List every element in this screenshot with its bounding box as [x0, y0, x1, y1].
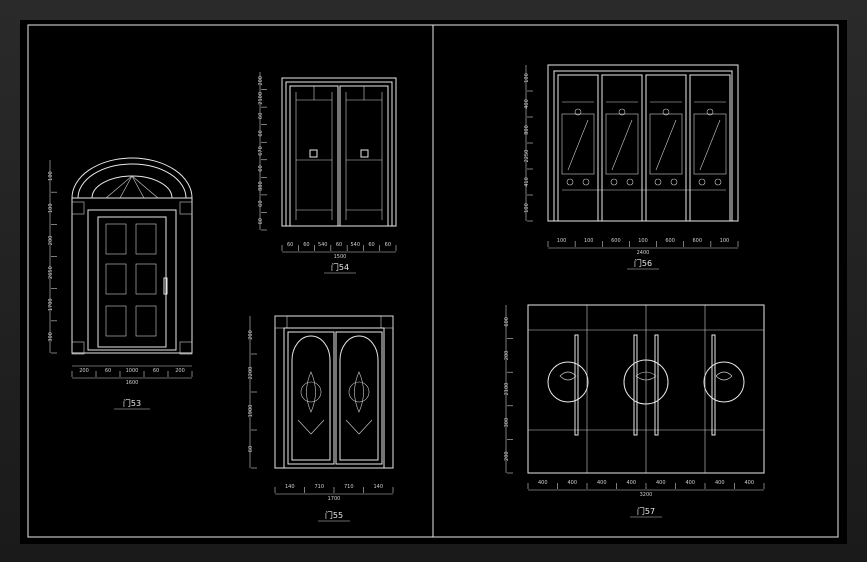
door-53-caption: 门53 — [123, 398, 141, 408]
width-dim-label: 200 — [175, 368, 185, 374]
total-width-label: 1600 — [126, 380, 139, 386]
total-width-label: 1500 — [334, 254, 347, 260]
height-dim-label: 100 — [48, 171, 54, 181]
width-dim-label: 710 — [344, 484, 354, 490]
door-55-caption: 门55 — [325, 510, 343, 520]
height-dim-label: 200 — [48, 236, 54, 246]
door-57-caption: 门57 — [637, 506, 655, 516]
door-55-height-dims: 60 1900 2200 200 — [248, 330, 257, 469]
height-dim-label: 2250 — [524, 150, 530, 163]
door-56-height-dims: 100 410 2250 800 400 100 — [524, 73, 533, 222]
door-53-width-dims: 200 60 1000 60 200 1600 — [71, 368, 193, 386]
width-dim-label: 140 — [285, 484, 295, 490]
total-width-label: 2400 — [637, 250, 650, 256]
width-dim-label: 60 — [368, 242, 374, 248]
height-dim-label: 60 — [258, 113, 264, 119]
door-56-elevation — [525, 64, 739, 249]
height-dim-label: 300 — [48, 332, 54, 342]
width-dim-label: 540 — [351, 242, 361, 248]
width-dim-label: 400 — [538, 480, 548, 486]
width-dim-label: 600 — [693, 238, 703, 244]
height-dim-label: 1700 — [48, 298, 54, 311]
door-56-caption: 门56 — [634, 258, 652, 268]
width-dim-label: 60 — [336, 242, 342, 248]
width-dim-label: 600 — [611, 238, 621, 244]
door-55-elevation — [249, 315, 394, 495]
height-dim-label: 670 — [258, 146, 264, 156]
door-57-height-dims: 200 300 2100 200 600 — [504, 317, 513, 474]
door-53-elevation — [49, 157, 193, 379]
height-dim-label: 2650 — [48, 266, 54, 279]
width-dim-label: 400 — [567, 480, 577, 486]
width-dim-label: 400 — [597, 480, 607, 486]
height-dim-label: 200 — [504, 451, 510, 461]
height-dim-label: 60 — [258, 130, 264, 136]
width-dim-label: 100 — [638, 238, 648, 244]
height-dim-label: 400 — [524, 99, 530, 109]
door-54-elevation — [259, 72, 397, 253]
height-dim-label: 2200 — [248, 367, 254, 380]
height-dim-label: 100 — [48, 203, 54, 213]
total-width-label: 3200 — [640, 492, 653, 498]
height-dim-label: 1900 — [248, 405, 254, 418]
total-width-label: 1700 — [328, 496, 341, 502]
width-dim-label: 400 — [626, 480, 636, 486]
height-dim-label: 880 — [258, 181, 264, 191]
width-dim-label: 100 — [584, 238, 594, 244]
width-dim-label: 60 — [287, 242, 293, 248]
width-dim-label: 540 — [318, 242, 328, 248]
door-56-width-dims: 100 100 600 100 600 600 100 2400 — [547, 238, 739, 256]
height-dim-label: 2100 — [504, 383, 510, 396]
width-dim-label: 60 — [385, 242, 391, 248]
width-dim-label: 400 — [656, 480, 666, 486]
height-dim-label: 800 — [524, 125, 530, 135]
height-dim-label: 60 — [258, 218, 264, 224]
width-dim-label: 400 — [715, 480, 725, 486]
width-dim-label: 200 — [79, 368, 89, 374]
height-dim-label: 100 — [524, 73, 530, 83]
door-54-width-dims: 60 60 540 60 540 60 60 1500 — [281, 242, 397, 260]
door-53-height-dims: 300 1700 2650 200 100 100 — [48, 171, 57, 354]
width-dim-label: 100 — [557, 238, 567, 244]
width-dim-label: 100 — [720, 238, 730, 244]
height-dim-label: 200 — [258, 76, 264, 86]
height-dim-label: 60 — [248, 446, 254, 452]
door-57-elevation — [505, 304, 765, 491]
height-dim-label: 2100 — [258, 92, 264, 105]
door-55-width-dims: 140 710 710 140 1700 — [274, 484, 394, 502]
width-dim-label: 1000 — [126, 368, 139, 374]
width-dim-label: 600 — [665, 238, 675, 244]
width-dim-label: 60 — [153, 368, 159, 374]
width-dim-label: 400 — [744, 480, 754, 486]
width-dim-label: 400 — [685, 480, 695, 486]
height-dim-label: 60 — [258, 165, 264, 171]
height-dim-label: 410 — [524, 177, 530, 187]
height-dim-label: 60 — [258, 200, 264, 206]
width-dim-label: 60 — [303, 242, 309, 248]
height-dim-label: 300 — [504, 418, 510, 428]
width-dim-label: 140 — [373, 484, 383, 490]
door-54-height-dims: 60 60 880 60 670 60 60 2100 200 — [258, 76, 267, 231]
height-dim-label: 200 — [504, 351, 510, 361]
height-dim-label: 600 — [504, 317, 510, 327]
door-54-caption: 门54 — [331, 262, 349, 272]
height-dim-label: 200 — [248, 330, 254, 340]
height-dim-label: 100 — [524, 203, 530, 213]
width-dim-label: 710 — [314, 484, 324, 490]
width-dim-label: 60 — [105, 368, 111, 374]
